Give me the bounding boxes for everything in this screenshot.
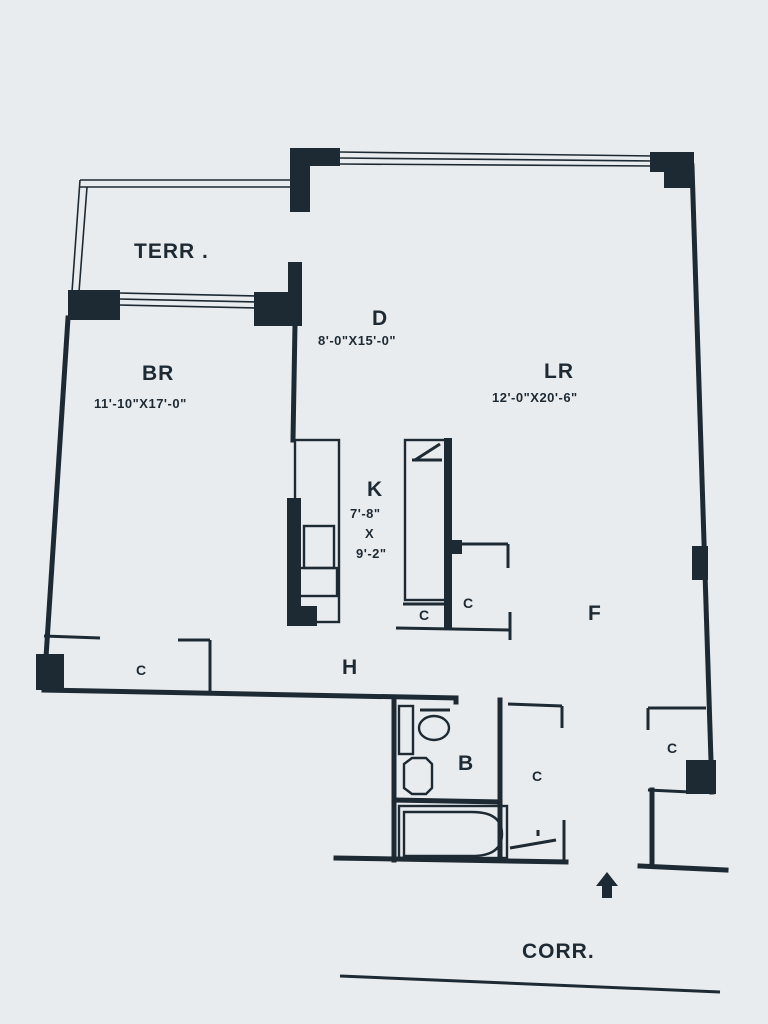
living-room-dimensions: 12'-0"X20'-6" [492, 390, 578, 405]
bedroom-dimensions: 11'-10"X17'-0" [94, 396, 187, 411]
closet-label: C [532, 768, 542, 784]
living-room-label: LR [544, 360, 574, 383]
hall-label: H [342, 656, 358, 679]
closet-label: C [419, 607, 429, 623]
partition-wall [290, 322, 298, 443]
exterior-wall [41, 315, 71, 691]
bath-label: B [458, 752, 474, 775]
closet-label: C [136, 662, 146, 678]
kitchen-dimension-b: 9'-2" [356, 546, 387, 561]
bedroom-label: BR [142, 362, 174, 385]
dining-dimensions: 8'-0"X15'-0" [318, 333, 396, 348]
kitchen-counter [293, 438, 341, 624]
column [36, 654, 64, 690]
kitchen [287, 438, 512, 640]
closet-label: C [667, 740, 677, 756]
dining-label: D [372, 307, 388, 330]
column [664, 152, 692, 188]
exterior-wall [689, 163, 715, 795]
toilet-icon [417, 714, 451, 742]
entry-arrow-icon [596, 872, 618, 898]
closet-label: C [463, 595, 473, 611]
bath [333, 695, 569, 865]
bedroom-window [117, 292, 259, 309]
walls [36, 148, 716, 795]
kitchen-dimension-a: 7'-8" [350, 506, 381, 521]
column [692, 546, 708, 580]
foyer-closet [637, 706, 729, 873]
column [68, 290, 120, 320]
refrigerator-icon [403, 438, 449, 602]
terrace-label: TERR . [134, 240, 209, 263]
living-room-window [339, 151, 656, 167]
column [290, 148, 310, 212]
foyer-label: F [588, 602, 602, 625]
corridor-line [339, 974, 721, 994]
column [686, 760, 716, 794]
exterior-wall [41, 687, 459, 701]
bathtub-icon [402, 810, 504, 858]
stove-icon [302, 524, 336, 570]
vanity [397, 704, 415, 756]
corridor-label: CORR. [522, 940, 595, 963]
kitchen-label: K [367, 478, 383, 501]
column [288, 262, 302, 326]
kitchen-dimension-x: X [365, 526, 374, 541]
kitchen-wall [287, 498, 301, 624]
sink-icon [402, 756, 434, 796]
terrace-railing [71, 179, 298, 293]
kitchen-wall [287, 606, 317, 626]
